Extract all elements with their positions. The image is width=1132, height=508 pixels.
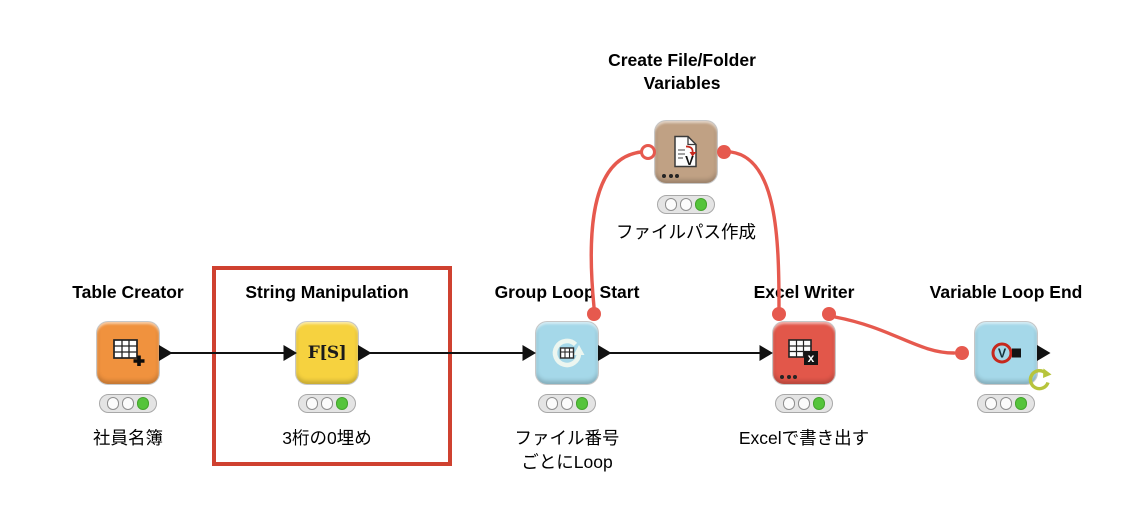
flow-in-port-cffv[interactable]: [640, 144, 656, 160]
flow-in-port-excel-writer[interactable]: [772, 307, 786, 321]
string-manipulation-icon: F[S]: [307, 343, 347, 363]
node-group-loop-start[interactable]: [536, 322, 598, 384]
node-title-create-file-folder-variables: Create File/Folder Variables: [562, 49, 802, 95]
status-light-red: [545, 397, 559, 410]
status-light-red: [305, 397, 319, 410]
node-title-string-manipulation: String Manipulation: [245, 282, 409, 302]
status-traffic-light: [977, 394, 1035, 413]
status-light-yellow: [999, 397, 1013, 410]
node-string-manipulation[interactable]: F[S]: [296, 322, 358, 384]
status-traffic-light: [538, 394, 596, 413]
in-port-excel-writer[interactable]: [759, 345, 774, 361]
out-port-table-creator[interactable]: [159, 345, 173, 361]
node-excel-writer[interactable]: x: [773, 322, 835, 384]
status-traffic-light: [99, 394, 157, 413]
status-light-yellow: [121, 397, 135, 410]
status-light-red: [106, 397, 120, 410]
status-traffic-light: [298, 394, 356, 413]
out-port-variable-loop-end[interactable]: [1037, 345, 1051, 361]
loop-resume-icon: [1028, 368, 1052, 391]
node-create-file-folder-variables[interactable]: V: [655, 121, 717, 183]
annotation-line-2: ごとにLoop: [521, 451, 613, 472]
in-port-group-loop-start[interactable]: [522, 345, 537, 361]
excel-x-glyph: x: [808, 351, 815, 365]
status-light-yellow: [560, 397, 574, 410]
dynamic-ports-icon: [780, 375, 797, 379]
annotation-line-1: ファイル番号: [514, 428, 620, 448]
node-annotation-create-file-folder-variables: ファイルパス作成: [616, 222, 756, 242]
node-title-table-creator: Table Creator: [72, 282, 184, 302]
node-variable-loop-end[interactable]: V: [975, 322, 1037, 384]
title-line-2: Variables: [643, 72, 721, 93]
node-annotation-group-loop-start: ファイル番号 ごとにLoop: [447, 427, 687, 474]
dynamic-ports-icon: [662, 174, 679, 178]
status-light-green: [1014, 397, 1028, 410]
node-title-group-loop-start: Group Loop Start: [494, 282, 640, 302]
node-table-creator[interactable]: [97, 322, 159, 384]
out-port-group-loop-start[interactable]: [598, 345, 612, 361]
variable-v-glyph: V: [998, 347, 1007, 361]
status-light-yellow: [320, 397, 334, 410]
status-light-yellow: [679, 198, 693, 211]
status-light-red: [984, 397, 998, 410]
excel-table-icon: x: [788, 339, 818, 365]
file-variable-icon: V: [674, 135, 697, 168]
node-annotation-string-manipulation: 3桁の0埋め: [282, 428, 372, 448]
node-title-variable-loop-end: Variable Loop End: [929, 282, 1083, 302]
variable-loop-end-icon: V: [991, 342, 1021, 364]
flow-out-port-excel-writer[interactable]: [822, 307, 836, 321]
status-light-red: [664, 198, 678, 211]
node-annotation-excel-writer: Excelで書き出す: [738, 428, 870, 448]
flow-in-port-variable-loop-end[interactable]: [955, 346, 969, 360]
loop-start-icon: [552, 338, 585, 368]
flow-wire-excelwriter-loopend[interactable]: [833, 315, 956, 355]
status-traffic-light: [775, 394, 833, 413]
node-annotation-table-creator: 社員名簿: [93, 428, 163, 448]
variable-v-glyph: V: [685, 153, 694, 168]
status-light-yellow: [797, 397, 811, 410]
status-light-green: [335, 397, 349, 410]
status-light-green: [694, 198, 708, 211]
flow-out-port-cffv[interactable]: [717, 145, 731, 159]
title-line-1: Create File/Folder: [608, 50, 756, 70]
status-light-green: [812, 397, 826, 410]
status-traffic-light: [657, 195, 715, 214]
flow-out-port-group-loop-start[interactable]: [587, 307, 601, 321]
status-light-red: [782, 397, 796, 410]
table-create-icon: [113, 339, 145, 366]
status-light-green: [575, 397, 589, 410]
status-light-green: [136, 397, 150, 410]
highlight-annotation-box[interactable]: [212, 266, 452, 466]
